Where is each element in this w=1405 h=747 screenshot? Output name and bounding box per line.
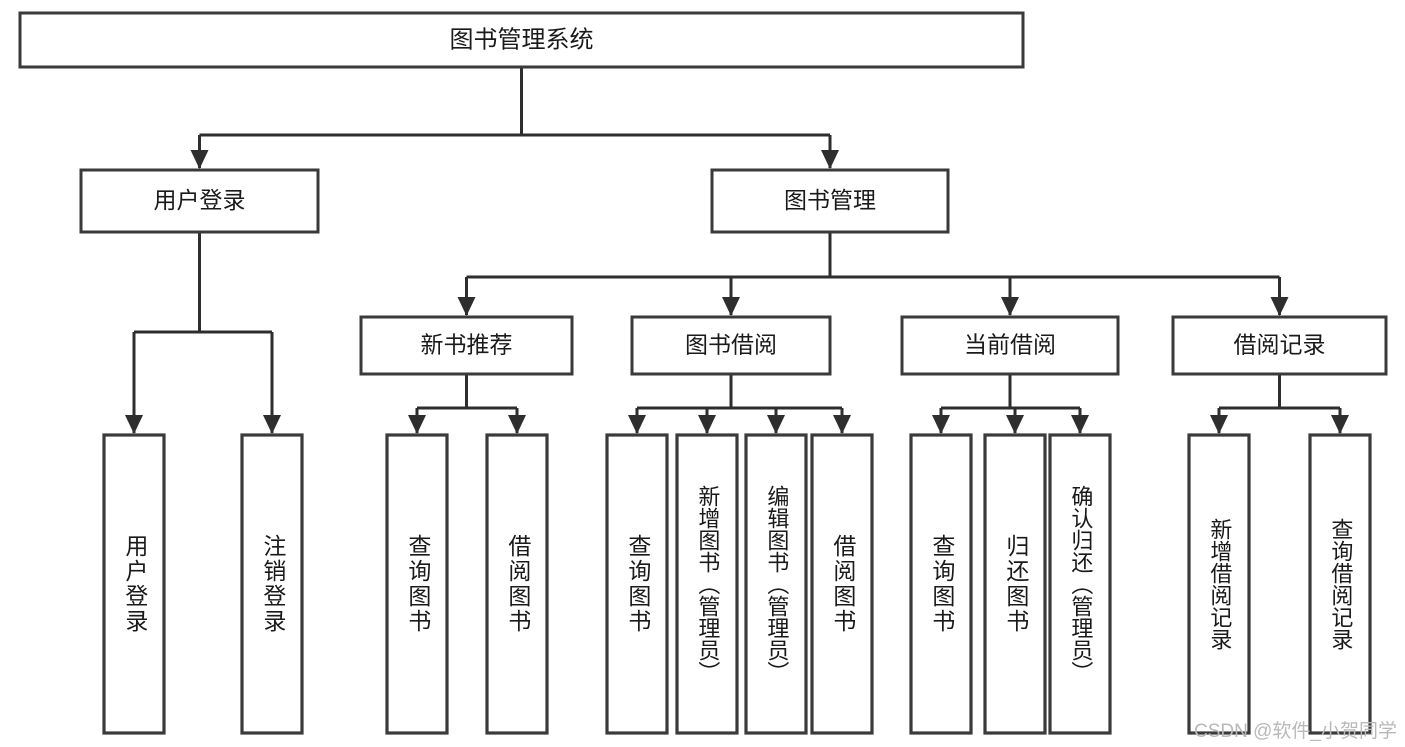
arrow-to-leaf-query-book-2 [628,415,646,434]
leaf-leaf-return-book[interactable] [983,433,1047,735]
node-book-borrow[interactable] [630,315,832,376]
node-new-book-recommend-label: 新书推荐 [421,332,513,358]
leaf-leaf-borrow-book-1[interactable] [485,433,549,735]
arrow-to-leaf-user-login [125,415,143,434]
leaf-leaf-user-login[interactable] [102,433,166,735]
arrow-to-leaf-borrow-book-2 [833,415,851,434]
leaf-leaf-edit-book[interactable] [744,433,808,735]
node-user-login[interactable] [79,168,320,234]
node-user-login-label: 用户登录 [154,187,246,213]
leaf-leaf-query-book-3[interactable] [909,433,973,735]
node-root-label: 图书管理系统 [450,26,594,53]
watermark: CSDN @软件_小贺同学 [1194,721,1397,742]
node-root[interactable] [18,11,1025,69]
arrow-to-leaf-query-book-3 [932,415,950,434]
leaf-leaf-query-borrow-record[interactable] [1308,433,1372,735]
arrow-to-leaf-add-borrow-record [1210,415,1228,434]
node-book-manage-label: 图书管理 [784,187,876,213]
leaf-leaf-query-book-1[interactable] [385,433,449,735]
node-current-borrow-label: 当前借阅 [964,332,1056,358]
arrow-to-borrow-record [1270,297,1289,316]
arrow-to-leaf-query-book-1 [408,415,426,434]
arrow-to-leaf-borrow-book-1 [508,415,526,434]
node-borrow-record-label: 借阅记录 [1234,332,1326,358]
arrow-to-book-manage [821,150,839,169]
arrow-to-leaf-add-book [698,415,716,434]
connector-layer [125,67,1349,434]
node-current-borrow[interactable] [900,315,1120,376]
arrow-to-leaf-confirm-return [1071,415,1089,434]
node-new-book-recommend[interactable] [359,315,574,376]
arrow-to-new-book-recommend [457,297,476,316]
node-borrow-record[interactable] [1171,315,1388,376]
leaf-leaf-add-book[interactable] [675,433,739,735]
leaf-leaf-borrow-book-2[interactable] [810,433,874,735]
arrow-to-current-borrow [1001,297,1019,316]
arrow-to-leaf-query-borrow-record [1331,415,1349,434]
leaf-leaf-add-borrow-record[interactable] [1187,433,1251,735]
arrow-to-book-borrow [722,297,740,316]
leaf-leaf-query-book-2[interactable] [605,433,669,735]
arrow-to-user-login [190,150,209,169]
arrow-to-leaf-user-logout [263,415,281,434]
arrow-to-leaf-edit-book [767,415,785,434]
leaf-leaf-user-logout[interactable] [240,433,304,735]
arrow-to-leaf-return-book [1006,415,1024,434]
node-book-manage[interactable] [710,168,950,234]
node-book-borrow-label: 图书借阅 [685,332,777,358]
box-layer [18,11,1388,735]
leaf-leaf-confirm-return[interactable] [1048,433,1112,735]
